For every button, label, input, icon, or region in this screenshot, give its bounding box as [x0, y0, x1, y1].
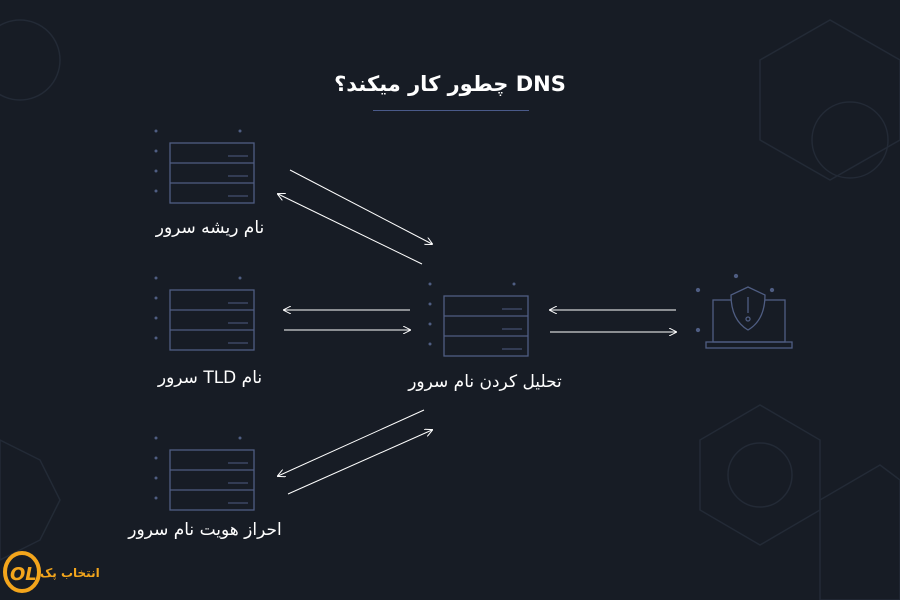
resolver-label: تحلیل کردن نام سرور: [408, 372, 562, 392]
logo-text: انتخاب پک: [40, 566, 100, 580]
root-server-label: نام ریشه سرور: [155, 218, 265, 238]
page-title: DNS چطور کار میکند؟: [334, 72, 566, 96]
tld-server-icon: [153, 275, 255, 351]
title-underline: [373, 110, 529, 111]
laptop-shield-icon: [695, 273, 793, 349]
root-server-icon: [153, 128, 255, 204]
auth-server-label: احراز هویت نام سرور: [128, 520, 282, 540]
svg-text:OL: OL: [10, 564, 37, 585]
arrows: [278, 169, 676, 495]
tld-server-label: نام TLD سرور: [157, 368, 263, 388]
auth-server-icon: [153, 435, 255, 511]
resolver-server-icon: [427, 281, 529, 357]
logo: OL: [3, 551, 41, 593]
